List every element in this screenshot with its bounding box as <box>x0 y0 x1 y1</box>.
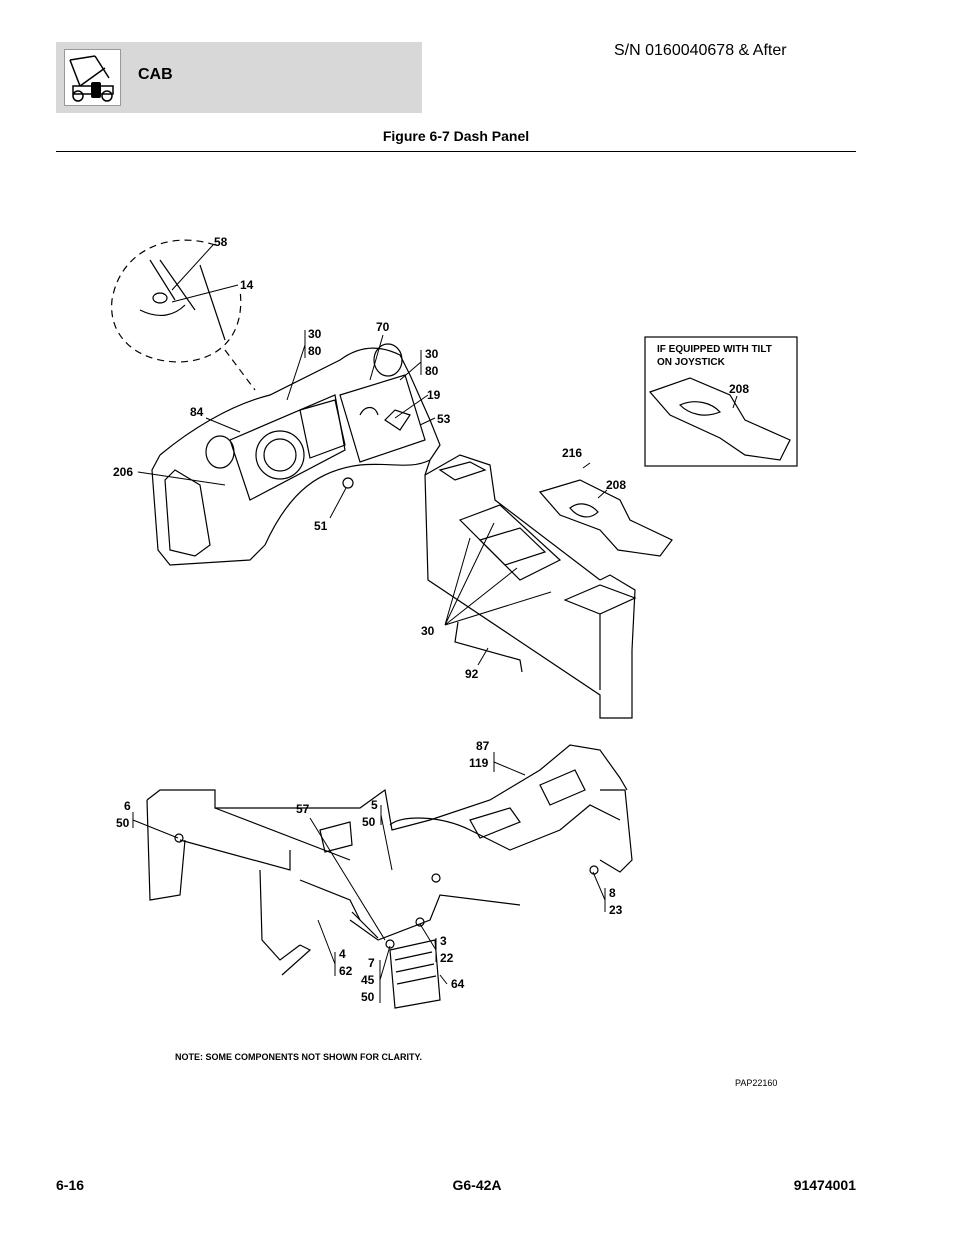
callout-7: 7 <box>368 956 375 970</box>
callout-22: 22 <box>440 951 454 965</box>
callout-8: 8 <box>609 886 616 900</box>
header-rule <box>56 151 856 152</box>
callout-119: 119 <box>469 756 489 770</box>
section-title: CAB <box>138 66 173 83</box>
inset-caption-line-2: ON JOYSTICK <box>657 357 726 368</box>
callout-51: 51 <box>314 519 328 533</box>
callout-64: 64 <box>451 977 465 991</box>
serial-number-range: S/N 0160040678 & After <box>614 42 787 59</box>
callout-84: 84 <box>190 405 204 419</box>
callout-58: 58 <box>214 235 228 249</box>
callout-50-b: 50 <box>362 815 376 829</box>
callout-14: 14 <box>240 278 254 292</box>
telehandler-cab-icon <box>64 49 121 106</box>
callout-50-c: 50 <box>361 990 375 1004</box>
section-header: CAB <box>56 42 422 113</box>
callout-4: 4 <box>339 947 346 961</box>
callout-57: 57 <box>296 802 310 816</box>
callout-30-a: 30 <box>308 327 322 341</box>
callout-30-c: 30 <box>421 624 435 638</box>
callout-80-a: 80 <box>308 344 322 358</box>
figure-code: PAP22160 <box>735 1078 778 1088</box>
callout-80-b: 80 <box>425 364 439 378</box>
page-number: 6-16 <box>56 1177 85 1193</box>
callout-216: 216 <box>562 446 582 460</box>
callout-70: 70 <box>376 320 390 334</box>
callout-23: 23 <box>609 903 623 917</box>
figure-note: NOTE: SOME COMPONENTS NOT SHOWN FOR CLAR… <box>175 1052 422 1062</box>
callout-206: 206 <box>113 465 133 479</box>
callout-19: 19 <box>427 388 441 402</box>
callout-62: 62 <box>339 964 353 978</box>
callout-3: 3 <box>440 934 447 948</box>
callout-208: 208 <box>606 478 626 492</box>
callout-45: 45 <box>361 973 375 987</box>
callout-53: 53 <box>437 412 451 426</box>
callout-87: 87 <box>476 739 490 753</box>
document-number: 91474001 <box>793 1177 856 1193</box>
figure-title: Figure 6-7 Dash Panel <box>382 128 530 144</box>
callout-6: 6 <box>124 799 131 813</box>
model-number: G6-42A <box>452 1177 502 1193</box>
callout-92: 92 <box>465 667 479 681</box>
callout-50-a: 50 <box>116 816 130 830</box>
callout-5: 5 <box>371 798 378 812</box>
callout-30-b: 30 <box>425 347 439 361</box>
inset-caption-line-1: IF EQUIPPED WITH TILT <box>657 344 772 355</box>
callout-208-inset: 208 <box>729 382 749 396</box>
